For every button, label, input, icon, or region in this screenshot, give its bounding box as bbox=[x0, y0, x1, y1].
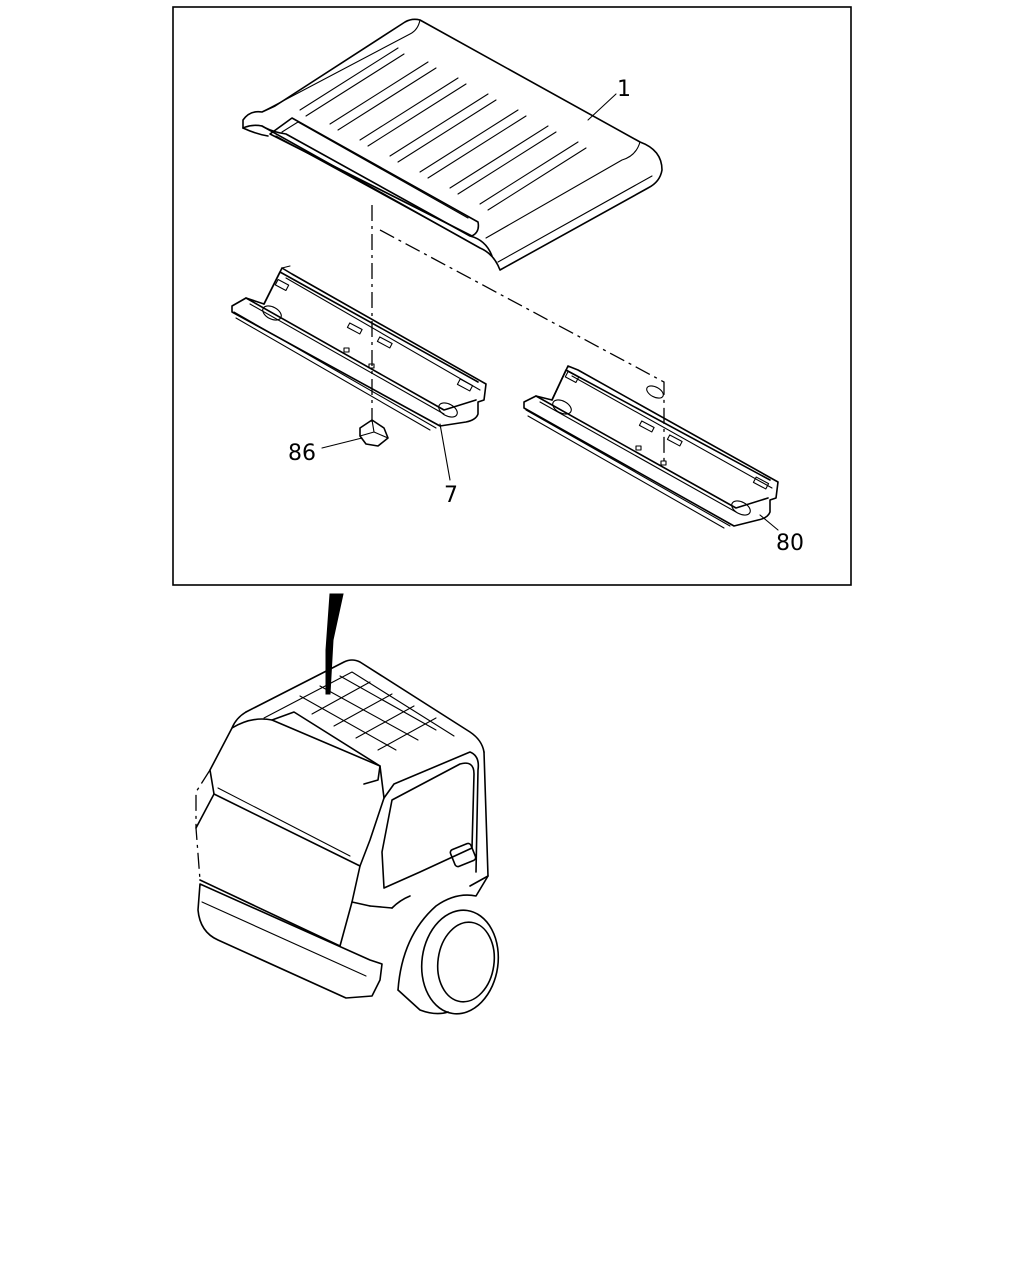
roof-bow-7 bbox=[231, 265, 487, 431]
detail-frame bbox=[172, 6, 852, 586]
roof-panel bbox=[242, 18, 663, 271]
truck-cab bbox=[195, 659, 500, 1015]
callout-80: 80 bbox=[776, 531, 804, 556]
callout-86: 86 bbox=[288, 441, 316, 466]
leader-86 bbox=[321, 437, 363, 449]
leader-80 bbox=[759, 514, 779, 531]
callout-1: 1 bbox=[617, 77, 631, 102]
roof-bow-80 bbox=[523, 365, 779, 529]
pointer-arrow bbox=[325, 593, 344, 695]
clip-86 bbox=[359, 419, 389, 447]
leader-1 bbox=[587, 93, 617, 121]
assembly-lines bbox=[371, 205, 665, 462]
leader-7 bbox=[439, 423, 451, 481]
callout-7: 7 bbox=[444, 483, 458, 508]
